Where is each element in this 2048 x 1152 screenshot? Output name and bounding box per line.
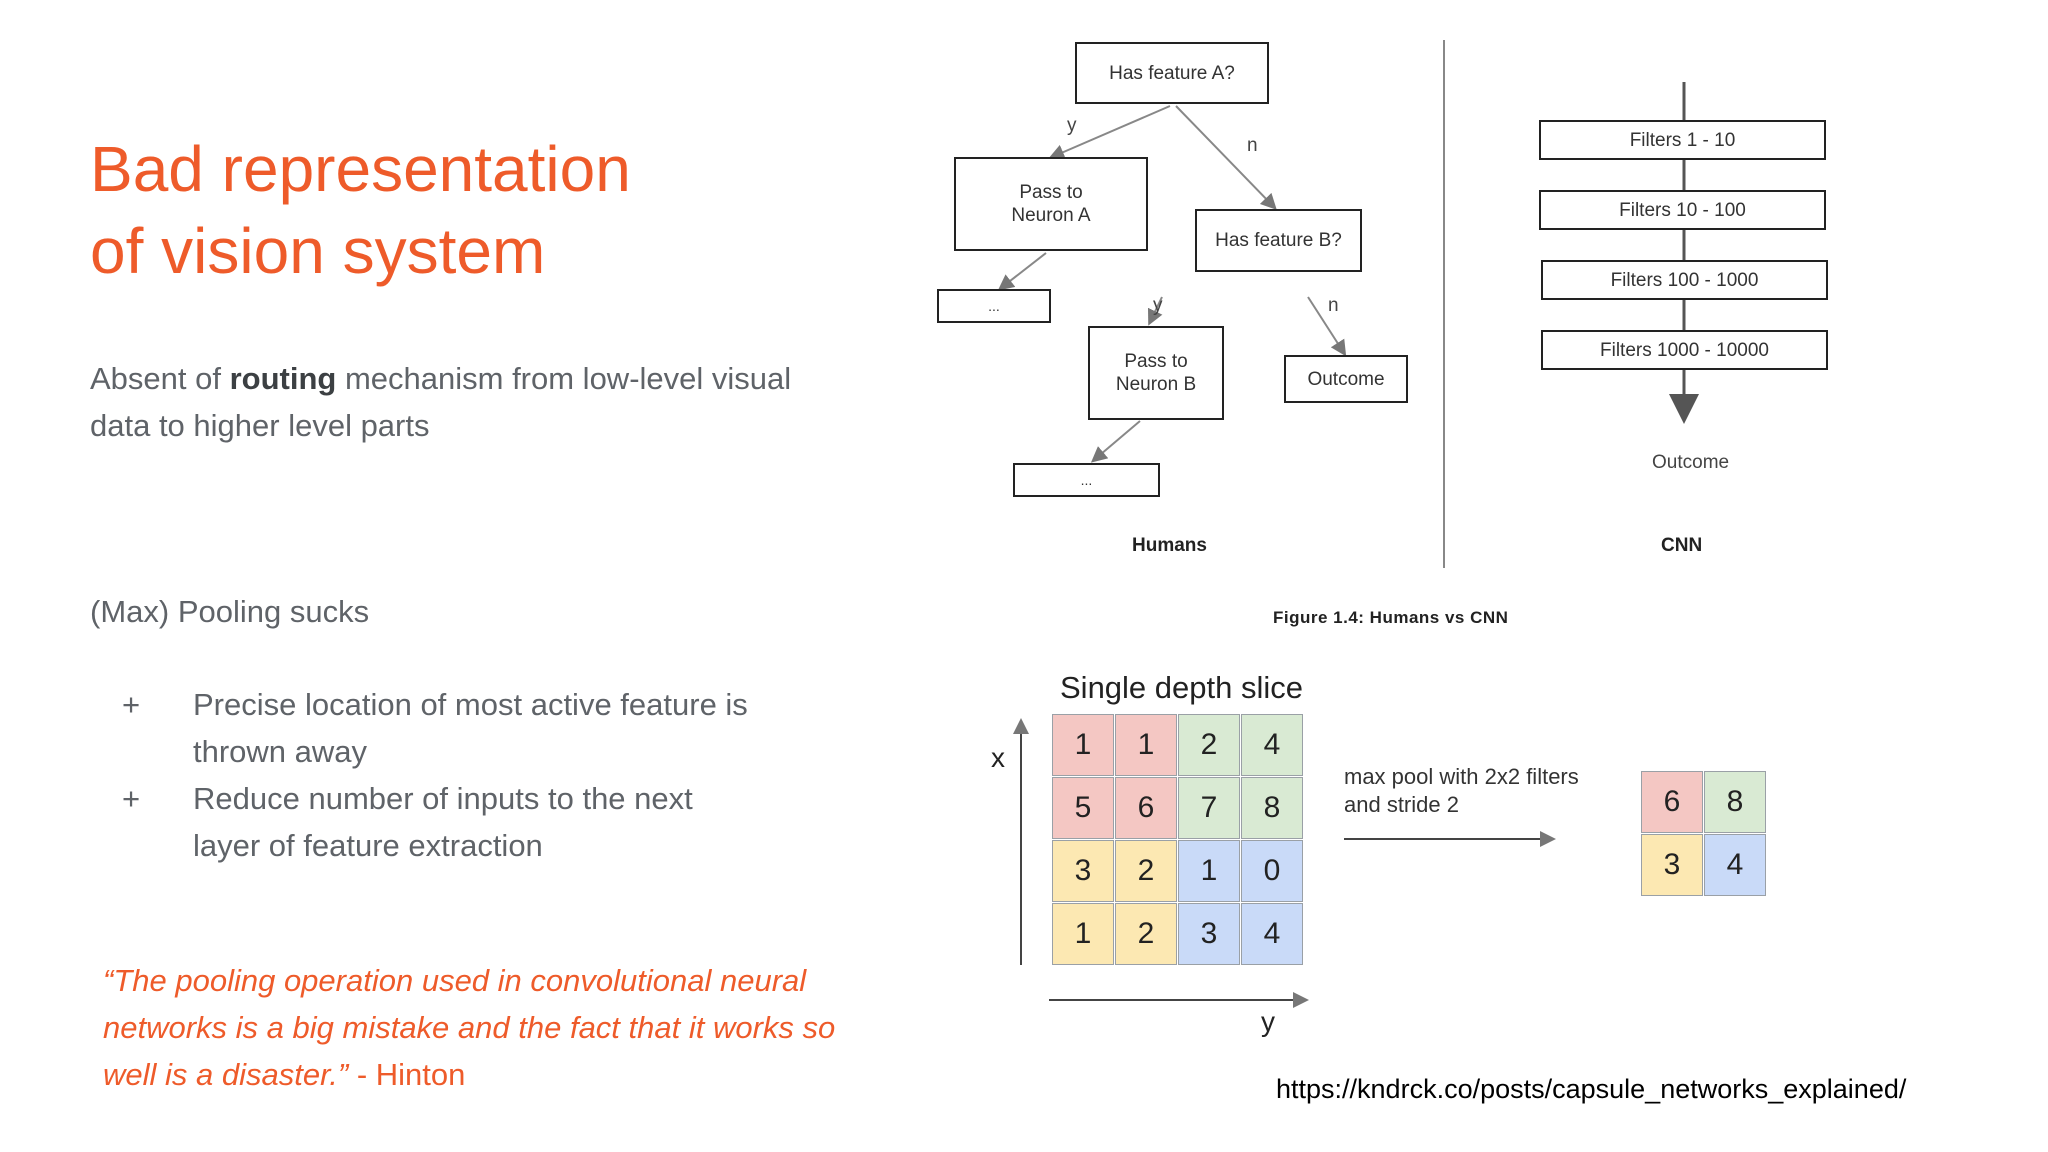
bullet-2-line-1: Reduce number of inputs to the next	[193, 781, 693, 816]
title-line-1: Bad representation	[90, 133, 631, 205]
pooled-cell: 3	[1641, 834, 1703, 896]
pooling-heading: (Max) Pooling sucks	[90, 594, 370, 629]
cnn-filter-box-4: Filters 1000 - 10000	[1541, 330, 1828, 370]
grid-cell: 5	[1052, 777, 1114, 839]
para-bold: routing	[229, 361, 337, 396]
para-post: mechanism from low-level visual data to …	[90, 361, 792, 443]
cnn-filter-box-2: Filters 10 - 100	[1539, 190, 1826, 230]
figure-caption: Figure 1.4: Humans vs CNN	[1273, 608, 1509, 627]
pass-neuron-a-box: Pass to Neuron A	[954, 157, 1148, 251]
routing-paragraph: Absent of routing mechanism from low-lev…	[90, 355, 810, 449]
grid-cell: 1	[1052, 714, 1114, 776]
pass-b-line-2: Neuron B	[1115, 374, 1197, 395]
humans-label: Humans	[1132, 535, 1207, 556]
axis-y-label: y	[1261, 1006, 1275, 1037]
pass-b-line-1: Pass to	[1124, 351, 1188, 372]
pass-neuron-b-box: Pass to Neuron B	[1088, 326, 1224, 420]
pooled-cell: 8	[1704, 771, 1766, 833]
bullet-1-line-1: Precise location of most active feature …	[193, 687, 748, 722]
has-feature-b-box: Has feature B?	[1195, 209, 1362, 272]
grid-cell: 3	[1052, 840, 1114, 902]
grid-cell: 3	[1178, 903, 1240, 965]
pooled-cell: 6	[1641, 771, 1703, 833]
edge-label-n1: n	[1247, 135, 1258, 156]
cnn-filter-box-1: Filters 1 - 10	[1539, 120, 1826, 160]
single-depth-slice-title: Single depth slice	[1060, 670, 1303, 705]
grid-cell: 2	[1115, 840, 1177, 902]
maxpool-label-line-1: max pool with 2x2 filters	[1344, 764, 1579, 789]
grid-cell: 8	[1241, 777, 1303, 839]
pass-a-line-1: Pass to	[1019, 182, 1083, 203]
grid-cell: 7	[1178, 777, 1240, 839]
quote-author: - Hinton	[348, 1057, 466, 1092]
grid-cell: 1	[1052, 903, 1114, 965]
ellipsis-box-2: ...	[1013, 463, 1160, 497]
edge-b-yes	[1147, 296, 1163, 326]
bullet-1-line-2: thrown away	[193, 734, 368, 769]
grid-cell: 0	[1241, 840, 1303, 902]
cnn-outcome-label: Outcome	[1652, 452, 1730, 473]
hinton-quote: “The pooling operation used in convoluti…	[103, 957, 883, 1098]
source-url[interactable]: https://kndrck.co/posts/capsule_networks…	[1276, 1074, 1907, 1104]
grid-cell: 4	[1241, 903, 1303, 965]
maxpool-label-line-2: and stride 2	[1344, 792, 1459, 817]
bullet-marker-2: +	[122, 781, 141, 816]
pooled-cell: 4	[1704, 834, 1766, 896]
pass-a-line-2: Neuron A	[1011, 205, 1091, 226]
axis-x-label: x	[991, 742, 1005, 773]
edge-b-no	[1307, 296, 1347, 357]
edge-a-no	[1175, 105, 1277, 210]
grid-cell: 4	[1241, 714, 1303, 776]
outcome-box: Outcome	[1284, 355, 1408, 403]
cnn-filter-box-3: Filters 100 - 1000	[1541, 260, 1828, 300]
grid-cell: 2	[1178, 714, 1240, 776]
grid-cell: 1	[1115, 714, 1177, 776]
bullet-1: Precise location of most active feature …	[193, 681, 748, 775]
edge-label-y2: y	[1153, 295, 1163, 316]
cnn-label: CNN	[1661, 535, 1703, 556]
para-pre: Absent of	[90, 361, 230, 396]
maxpool-label: max pool with 2x2 filters and stride 2	[1344, 763, 1579, 819]
title-line-2: of vision system	[90, 215, 546, 287]
bullet-2-line-2: layer of feature extraction	[193, 828, 543, 863]
edge-neuron-a	[997, 252, 1047, 291]
grid-cell: 2	[1115, 903, 1177, 965]
grid-cell: 1	[1178, 840, 1240, 902]
slide-title: Bad representation of vision system	[90, 128, 631, 292]
grid-cell: 6	[1115, 777, 1177, 839]
edge-label-n2: n	[1328, 295, 1339, 316]
edge-label-y1: y	[1067, 115, 1077, 136]
bullet-marker-1: +	[122, 687, 141, 722]
edge-a-yes	[1048, 105, 1171, 160]
edge-neuron-b	[1090, 420, 1141, 463]
has-feature-a-box: Has feature A?	[1075, 42, 1269, 104]
bullet-2: Reduce number of inputs to the next laye…	[193, 775, 693, 869]
quote-text: “The pooling operation used in convoluti…	[103, 963, 836, 1092]
ellipsis-box-1: ...	[937, 289, 1051, 323]
